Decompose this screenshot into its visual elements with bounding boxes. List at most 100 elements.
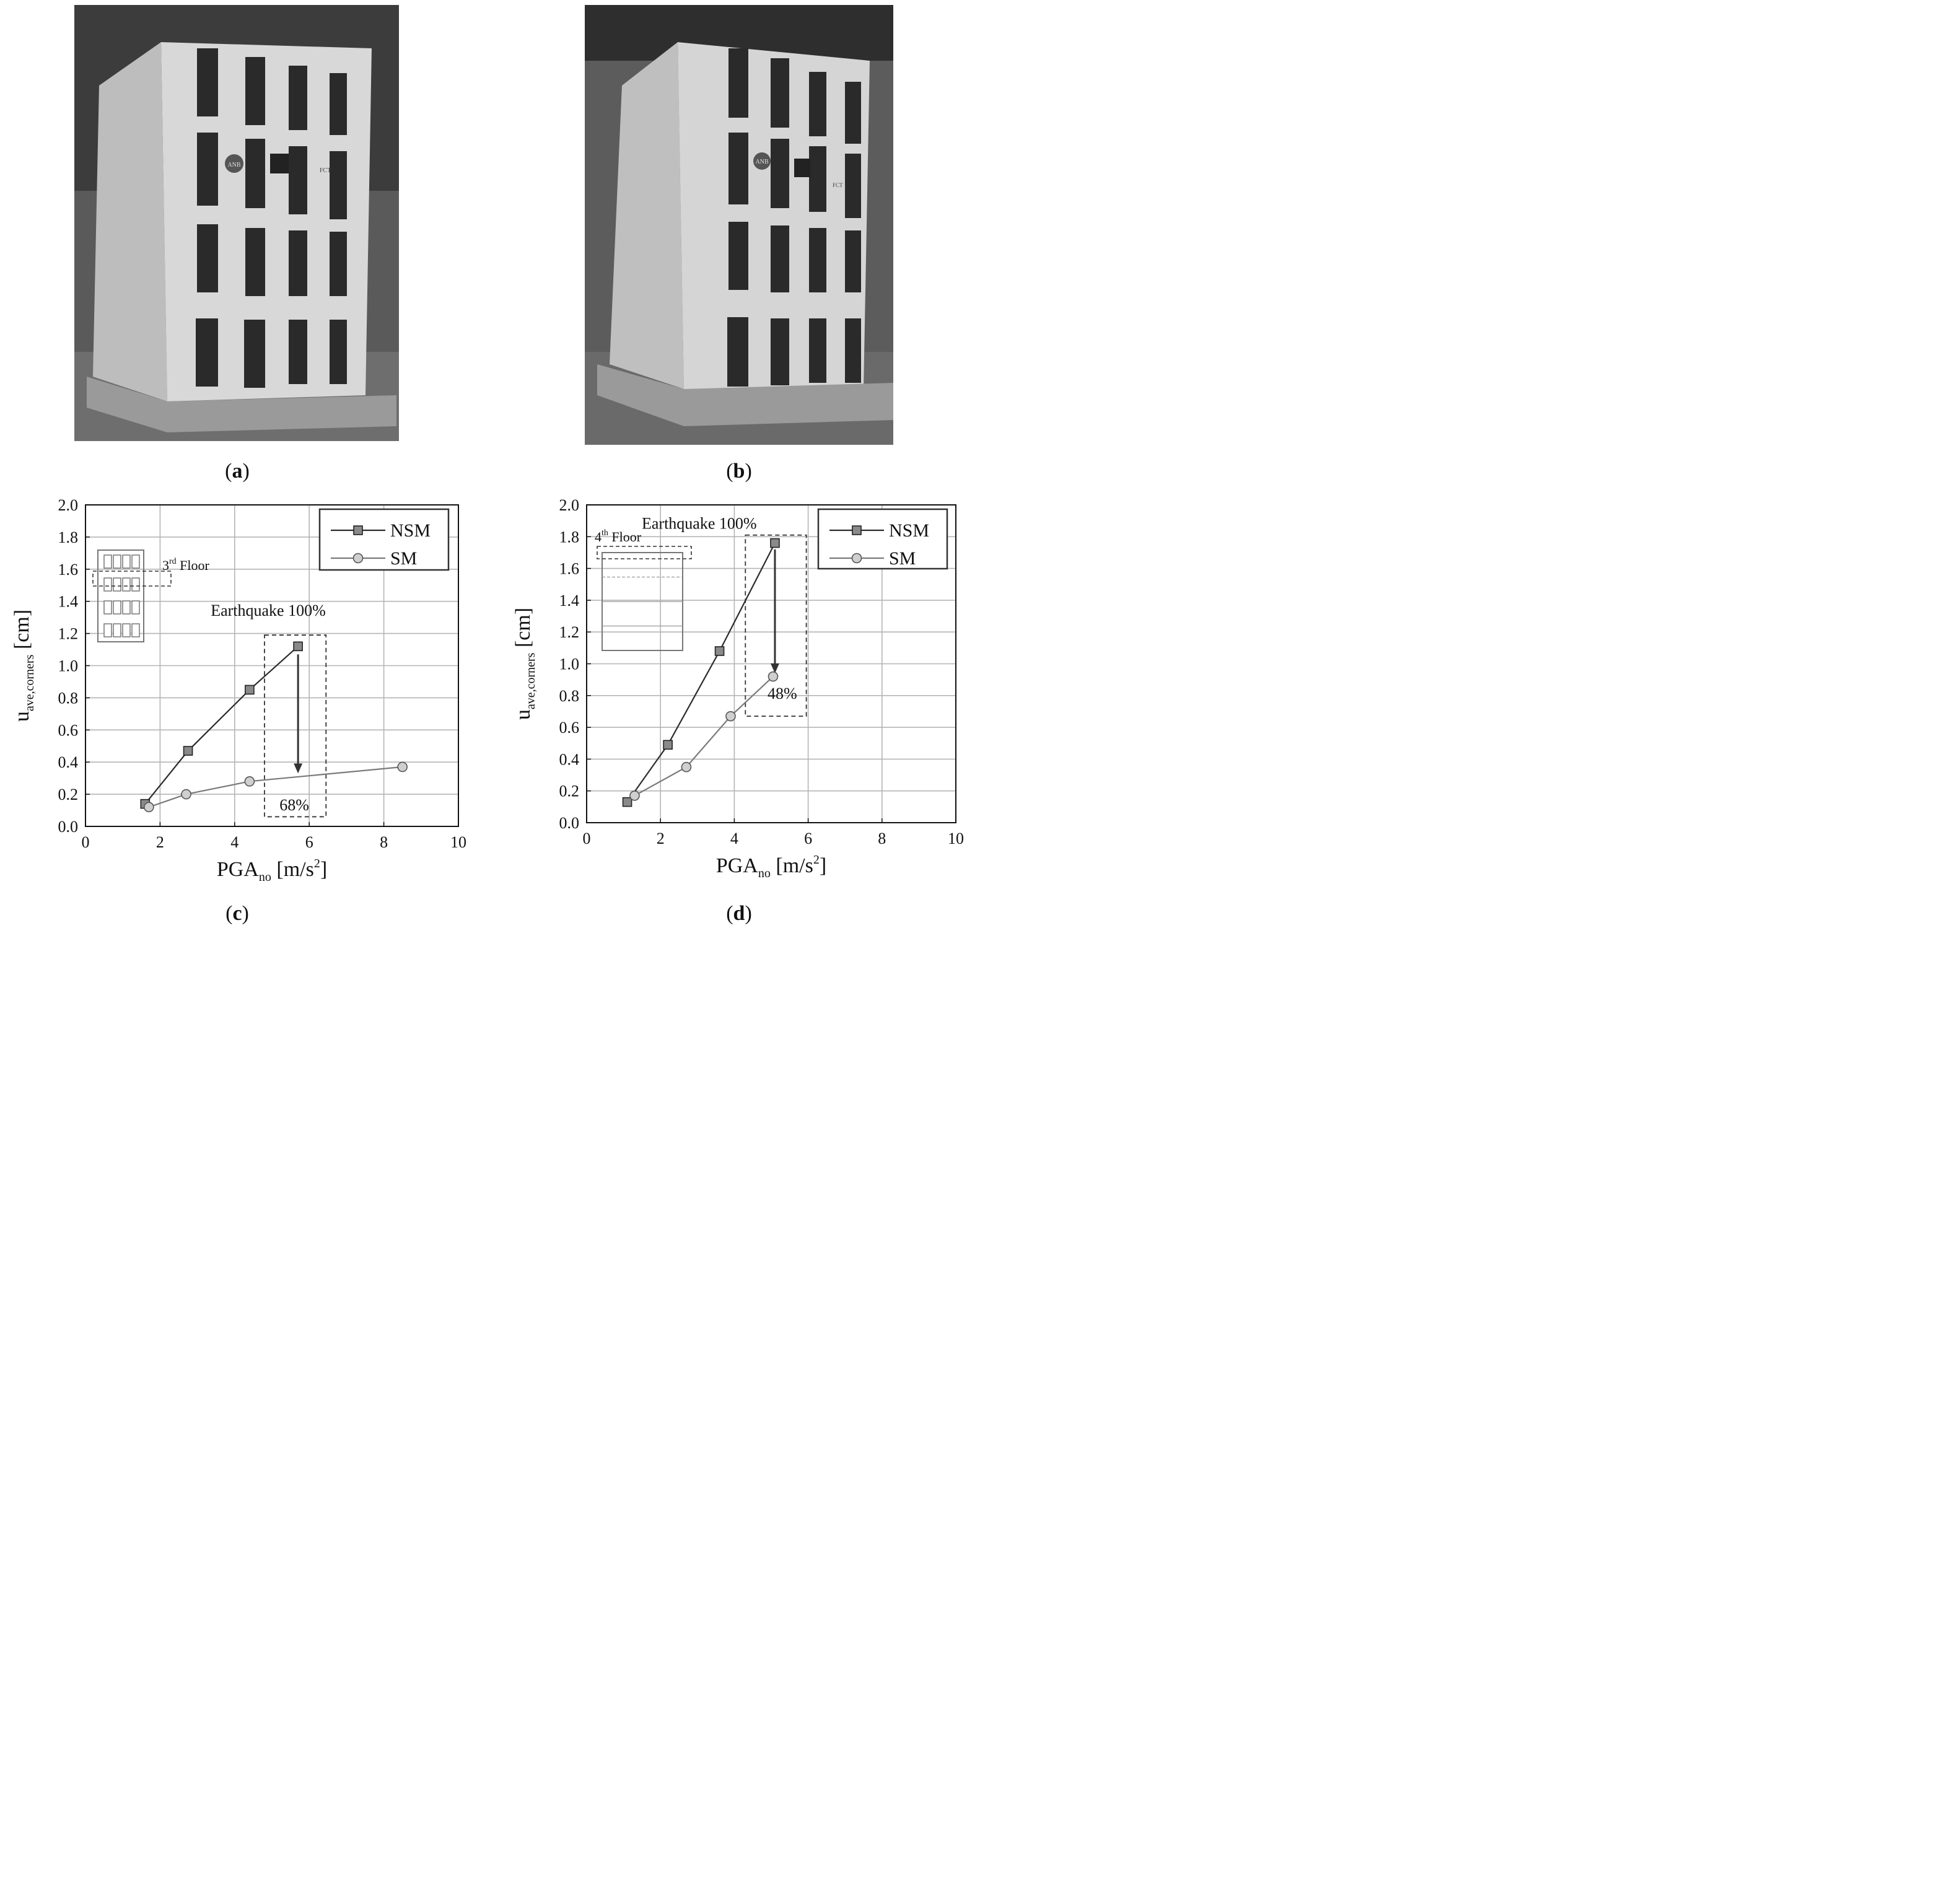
data-point-nsm [183, 746, 193, 756]
series-line-sm [148, 766, 403, 808]
inset-window-opening [113, 577, 121, 592]
photo-b-illustration: ANB FCT [585, 5, 893, 445]
data-point-sm [725, 711, 736, 722]
data-point-sm [244, 776, 255, 787]
data-point-sm [144, 802, 154, 813]
legend: NSM SM [817, 508, 948, 570]
data-point-nsm [714, 646, 725, 656]
y-tick-label: 1.4 [559, 592, 580, 610]
y-axis-label-sub: ave,corners [23, 654, 37, 711]
x-tick-label: 0 [82, 833, 90, 851]
annotation-title: Earthquake 100% [642, 514, 757, 532]
inset-floor-label: 3rd Floor [162, 557, 210, 573]
photo-a-logo-anb: ANB [227, 162, 240, 169]
inset-building-outline [97, 549, 144, 642]
annotation-reduction-percent: 48% [768, 685, 797, 702]
inset-window-opening [103, 577, 112, 592]
photo-b-logo-fct: FCT [833, 182, 843, 188]
legend-label-nsm: NSM [889, 520, 929, 541]
x-axis-label-sub: no [758, 867, 771, 880]
x-axis-label-main: PGA [716, 854, 758, 877]
floor-inset-diagram: 4th Floor [595, 528, 692, 651]
x-axis-label-unit: [m/s [771, 854, 813, 877]
inset-window-opening [131, 554, 140, 569]
legend-marker-nsm [852, 525, 862, 535]
y-tick-label: 0.4 [559, 750, 580, 768]
inset-window-opening [113, 623, 121, 637]
inset-floor-label: 4th Floor [595, 528, 642, 545]
y-tick-label: 0.4 [58, 753, 79, 771]
y-tick-label: 2.0 [559, 496, 580, 514]
series-line-nsm [626, 543, 776, 803]
y-tick-label: 1.8 [58, 528, 79, 546]
inset-window-opening [131, 623, 140, 637]
photo-a-illustration: ANB FCT [74, 5, 399, 441]
y-axis-label-unit: [cm] [11, 610, 33, 655]
inset-floor-word: Floor [177, 558, 210, 573]
x-tick-label: 8 [380, 833, 388, 851]
x-axis-label-sup: 2 [314, 857, 320, 870]
x-axis-label-end: ] [820, 854, 826, 877]
x-axis-label-sub: no [259, 870, 271, 884]
panel-label-a: (a) [225, 460, 250, 483]
legend-marker-sm [851, 553, 862, 564]
reduction-arrow-head [770, 663, 779, 673]
y-axis-label-unit: [cm] [512, 608, 535, 653]
y-axis-label: uave,corners [cm] [512, 608, 538, 720]
y-tick-label: 1.8 [559, 528, 580, 546]
y-tick-label: 2.0 [58, 496, 79, 514]
inset-floor-highlight-box [597, 546, 692, 559]
reduction-arrow-head [294, 763, 303, 774]
panel-label-d: (d) [726, 902, 752, 925]
series-line-sm [634, 676, 774, 797]
y-axis-label: uave,corners [cm] [11, 610, 37, 722]
inset-floor-number: 3 [162, 558, 169, 573]
inset-window-opening [131, 577, 140, 592]
x-axis-label: PGAno [m/s2] [217, 857, 327, 884]
series-line-nsm [144, 646, 299, 805]
annotation-title: Earthquake 100% [211, 602, 326, 619]
data-point-nsm [622, 797, 632, 807]
inset-floor-suffix: th [602, 528, 608, 538]
inset-window-opening [103, 600, 112, 615]
data-point-sm [397, 761, 408, 772]
x-tick-label: 2 [156, 833, 164, 851]
x-axis-label: PGAno [m/s2] [716, 853, 826, 880]
y-tick-label: 0.6 [58, 721, 79, 739]
x-tick-label: 10 [450, 833, 466, 851]
data-point-sm [629, 790, 640, 801]
legend-marker-nsm [353, 525, 363, 535]
inset-floor-word: Floor [608, 529, 642, 545]
y-tick-label: 0.6 [559, 719, 580, 737]
legend-label-nsm: NSM [390, 520, 431, 541]
y-tick-label: 0.2 [559, 782, 580, 800]
data-point-sm [768, 671, 779, 682]
data-point-sm [681, 761, 692, 772]
inset-window-opening [103, 554, 112, 569]
y-axis-label-sub: ave,corners [524, 652, 538, 709]
annotation-reduction-percent: 68% [279, 796, 309, 814]
y-tick-label: 1.4 [58, 593, 79, 611]
y-axis-label-main: u [512, 709, 535, 720]
y-axis-label-main: u [11, 711, 33, 722]
y-tick-label: 1.2 [58, 625, 79, 643]
inset-window-opening [122, 600, 131, 615]
legend-label-sm: SM [889, 548, 916, 569]
inset-floor-highlight-box [92, 571, 172, 587]
y-tick-label: 1.0 [58, 657, 79, 675]
inset-floor-suffix: rd [169, 557, 177, 566]
x-tick-label: 0 [583, 829, 591, 847]
x-axis-label-end: ] [320, 858, 327, 881]
x-tick-label: 2 [657, 829, 665, 847]
inset-window-opening [113, 600, 121, 615]
panel-label-c: (c) [225, 902, 249, 925]
y-tick-label: 0.0 [559, 814, 580, 832]
y-tick-label: 0.8 [559, 687, 580, 705]
x-tick-label: 4 [730, 829, 738, 847]
floor-inset-diagram: 3rd Floor [92, 549, 210, 642]
x-axis-label-main: PGA [217, 858, 259, 881]
annotation-box [745, 534, 807, 717]
